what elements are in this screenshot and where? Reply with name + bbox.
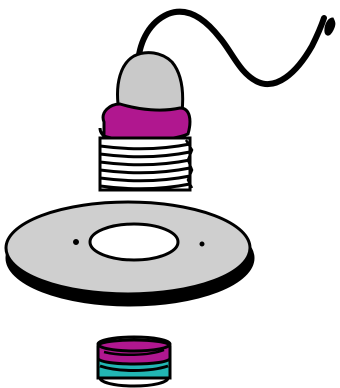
- base-nut-icon: [98, 337, 170, 386]
- washer-ring-icon: [6, 202, 254, 306]
- threaded-sleeve-icon: [100, 138, 192, 190]
